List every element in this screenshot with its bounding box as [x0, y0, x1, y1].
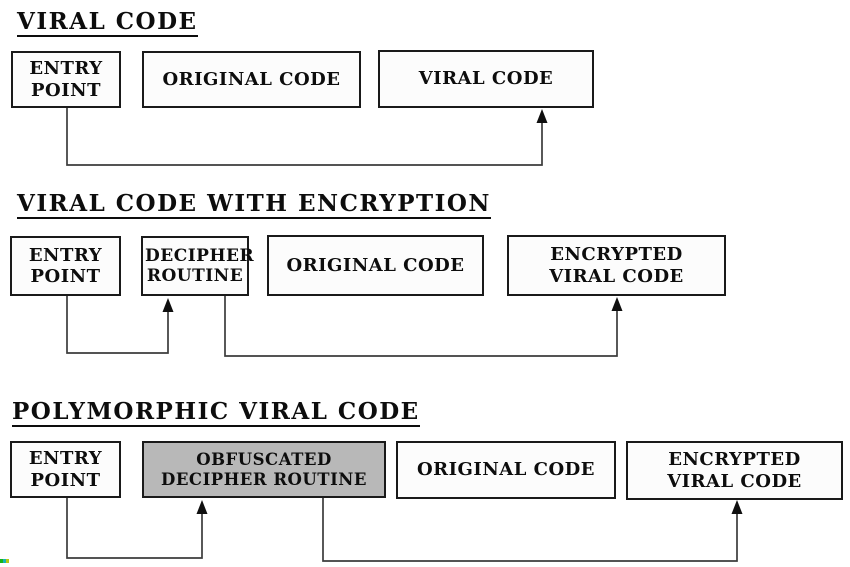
box-label: DECIPHER ROUTINE [145, 245, 255, 286]
box-entry-point: ENTRY POINT [10, 441, 121, 498]
box-label: ENCRYPTED VIRAL CODE [667, 449, 802, 492]
box-original-code: ORIGINAL CODE [396, 441, 616, 499]
box-label: ENTRY POINT [28, 448, 103, 491]
box-decipher-routine: DECIPHER ROUTINE [141, 236, 255, 296]
section-title: VIRAL CODE [17, 9, 198, 38]
box-label: ENCRYPTED VIRAL CODE [549, 244, 684, 287]
arrow-entry-to-obfuscated [66, 498, 203, 559]
section-title: POLYMORPHIC VIRAL CODE [12, 399, 420, 428]
box-obfuscated-decipher-routine: OBFUSCATED DECIPHER ROUTINE [142, 441, 386, 498]
section-title: VIRAL CODE WITH ENCRYPTION [17, 191, 491, 220]
box-label: ORIGINAL CODE [416, 459, 596, 481]
box-original-code: ORIGINAL CODE [142, 51, 361, 108]
box-entry-point: ENTRY POINT [10, 236, 121, 296]
arrow-head [611, 297, 623, 311]
arrow-decipher-to-encrypted [224, 296, 618, 357]
arrow-head [731, 500, 743, 514]
box-label: ENTRY POINT [28, 244, 103, 287]
arrow-entry-to-viral-code [66, 108, 543, 166]
box-original-code: ORIGINAL CODE [267, 235, 484, 296]
box-label: ORIGINAL CODE [286, 254, 465, 276]
arrow-obfuscated-to-encrypted [322, 498, 738, 562]
box-entry-point: ENTRY POINT [11, 51, 121, 108]
arrow-entry-to-decipher [66, 296, 169, 354]
arrow-head [196, 500, 208, 514]
box-label: ENTRY POINT [29, 58, 103, 101]
box-encrypted-viral-code: ENCRYPTED VIRAL CODE [626, 441, 843, 500]
box-label: ORIGINAL CODE [162, 68, 341, 90]
box-label: VIRAL CODE [418, 68, 554, 90]
box-label: OBFUSCATED DECIPHER ROUTINE [161, 450, 367, 489]
box-encrypted-viral-code: ENCRYPTED VIRAL CODE [507, 235, 726, 296]
arrow-head [162, 298, 174, 312]
box-viral-code: VIRAL CODE [378, 50, 594, 108]
scan-artifact [0, 559, 10, 563]
arrow-head [536, 109, 548, 123]
